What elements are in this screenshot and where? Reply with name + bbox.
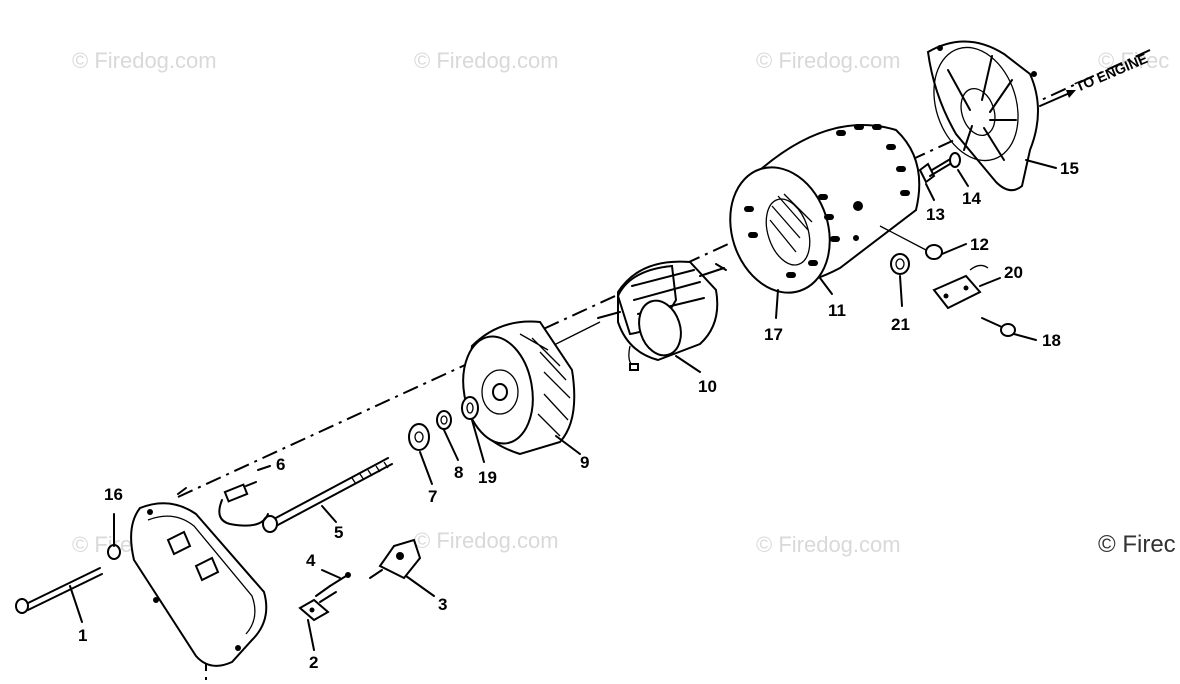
callout-18: 18: [1042, 331, 1061, 350]
leader-lines: [69, 159, 1057, 651]
callout-12: 12: [970, 235, 989, 254]
capacitor-switch: [369, 538, 422, 580]
bracket-screw: [981, 317, 1016, 337]
callout-11: 11: [828, 301, 846, 320]
callout-3: 3: [438, 595, 447, 614]
through-bolt: [262, 457, 393, 533]
callout-1: 1: [78, 626, 87, 645]
callout-5: 5: [334, 523, 343, 542]
housing-washer: [949, 152, 961, 168]
terminal-nut: [925, 244, 943, 260]
callout-13: 13: [926, 205, 945, 224]
cover-bolt: [15, 567, 103, 614]
callout-6: 6: [276, 455, 285, 474]
callout-19: 19: [478, 468, 497, 487]
rotor-armature: [597, 260, 727, 371]
flat-washer: [408, 423, 430, 451]
stator-frame: [729, 124, 921, 294]
callout-8: 8: [454, 463, 463, 482]
callout-7: 7: [428, 487, 437, 506]
housing-bolt: [918, 157, 953, 184]
watermark: © Firedog.com: [414, 48, 559, 73]
callout-17: 17: [764, 325, 783, 344]
nut-guide-line: [879, 225, 927, 251]
callout-2: 2: [309, 653, 318, 672]
callout-16: 16: [104, 485, 123, 504]
cooling-fan: [462, 320, 576, 456]
watermark: © Firedog.com: [414, 528, 559, 553]
watermark: © Firedog.com: [756, 48, 901, 73]
callout-4: 4: [306, 551, 316, 570]
watermark: © Firedog.com: [72, 48, 217, 73]
lock-washer: [890, 253, 910, 275]
engine-adapter-housing: [926, 40, 1039, 192]
fan-washer: [461, 396, 479, 420]
wire-lead: [218, 481, 269, 527]
spacer-washer: [436, 410, 452, 430]
callout-14: 14: [962, 189, 981, 208]
mounting-bracket: [932, 264, 989, 310]
callout-15: 15: [1060, 159, 1079, 178]
end-cover: [130, 487, 268, 667]
rectifier-bridge: [298, 585, 337, 622]
watermark-edge: © Firec: [1098, 531, 1176, 558]
small-screw: [329, 572, 351, 587]
to-engine-arrow: TO ENGINE: [1039, 50, 1150, 107]
watermark: © Firedog.com: [756, 532, 901, 557]
callout-21: 21: [891, 315, 910, 334]
callout-10: 10: [698, 377, 717, 396]
callout-9: 9: [580, 453, 589, 472]
cover-nut: [107, 544, 121, 560]
callout-20: 20: [1004, 263, 1023, 282]
